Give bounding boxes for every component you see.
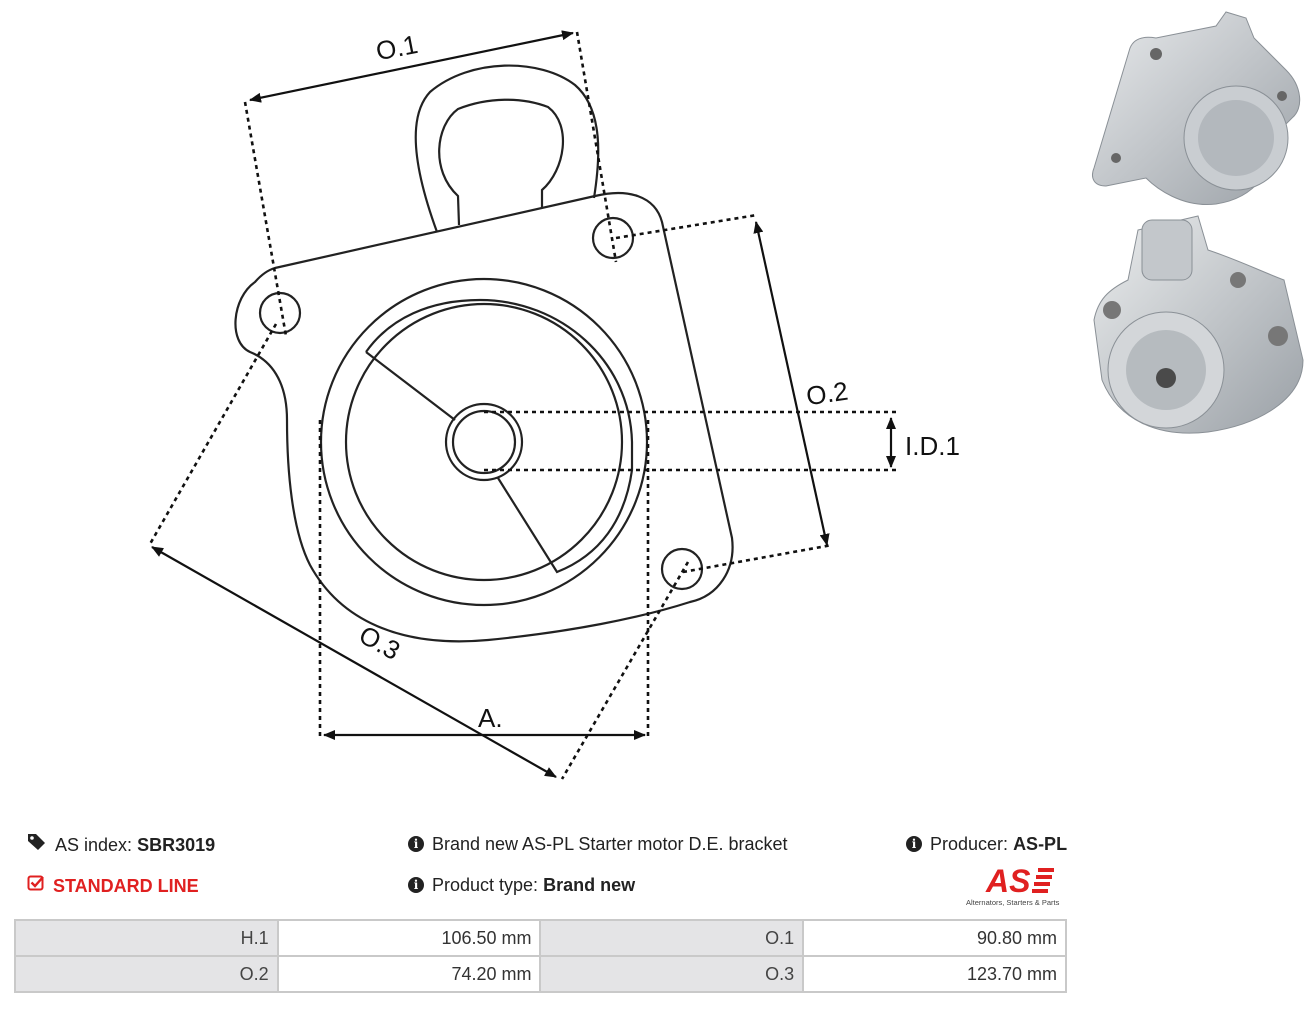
label-a: A.	[478, 703, 503, 733]
top-lug	[414, 64, 600, 233]
bolt-hole-top-right	[591, 216, 635, 260]
line-label: STANDARD LINE	[53, 875, 199, 896]
svg-text:Alternators, Starters & Parts: Alternators, Starters & Parts	[966, 898, 1060, 907]
description-row: i Brand new AS-PL Starter motor D.E. bra…	[408, 833, 787, 855]
bracket-dimension-drawing: O.1 O.2 O.3 A. I.D.1	[148, 29, 960, 780]
as-index-value: SBR3019	[137, 834, 216, 855]
info-icon: i	[906, 836, 922, 852]
product-type-label: Product type:	[432, 875, 539, 895]
check-square-icon	[27, 874, 45, 897]
dim-o2-line	[753, 221, 830, 546]
producer-value: AS-PL	[1013, 834, 1068, 854]
svg-text:AS: AS	[985, 863, 1031, 899]
table-row: O.2 74.20 mm O.3 123.70 mm	[14, 955, 1067, 993]
spec-label: H.1	[14, 919, 279, 957]
table-row: H.1 106.50 mm O.1 90.80 mm	[14, 919, 1067, 957]
outer-ring	[319, 277, 649, 607]
as-index-label: AS index:	[55, 834, 133, 855]
spec-value: 123.70 mm	[802, 955, 1067, 993]
as-pl-logo: AS Alternators, Starters & Parts	[966, 863, 1060, 907]
label-o2: O.2	[804, 376, 850, 412]
bore-outer	[444, 402, 524, 482]
bore-inner	[451, 409, 517, 475]
spec-label: O.3	[539, 955, 805, 993]
spec-value: 106.50 mm	[276, 919, 542, 957]
spec-label: O.2	[14, 955, 279, 993]
info-icon: i	[408, 877, 424, 893]
bolt-hole-left	[258, 291, 302, 335]
line-row: STANDARD LINE	[27, 874, 199, 897]
spec-value: 90.80 mm	[802, 919, 1067, 957]
producer-label: Producer:	[930, 834, 1009, 854]
product-photo-front	[1092, 11, 1301, 206]
spec-value: 74.20 mm	[276, 955, 542, 993]
label-id1: I.D.1	[905, 431, 960, 461]
tags-icon	[27, 833, 47, 856]
top-lug-inner	[438, 98, 565, 226]
as-index-row: AS index: SBR3019	[27, 833, 215, 856]
product-photo-rear	[1093, 215, 1304, 434]
label-o3: O.3	[354, 619, 405, 666]
info-icon: i	[408, 836, 424, 852]
inner-ring	[344, 302, 624, 582]
pinion-cutout	[365, 298, 634, 574]
producer-row: i Producer: AS-PL	[906, 833, 1067, 855]
dim-o3-line	[151, 546, 557, 778]
dim-o1-line	[249, 30, 574, 103]
spec-label: O.1	[539, 919, 805, 957]
specs-table: H.1 106.50 mm O.1 90.80 mm O.2 74.20 mm …	[14, 919, 1067, 993]
flange-outline	[234, 192, 734, 643]
product-type-value: Brand new	[543, 875, 636, 895]
bolt-hole-bottom-right	[660, 547, 704, 591]
product-type-row: i Product type: Brand new	[408, 874, 635, 896]
description-text: Brand new AS-PL Starter motor D.E. brack…	[432, 834, 788, 854]
label-o1: O.1	[373, 29, 420, 66]
